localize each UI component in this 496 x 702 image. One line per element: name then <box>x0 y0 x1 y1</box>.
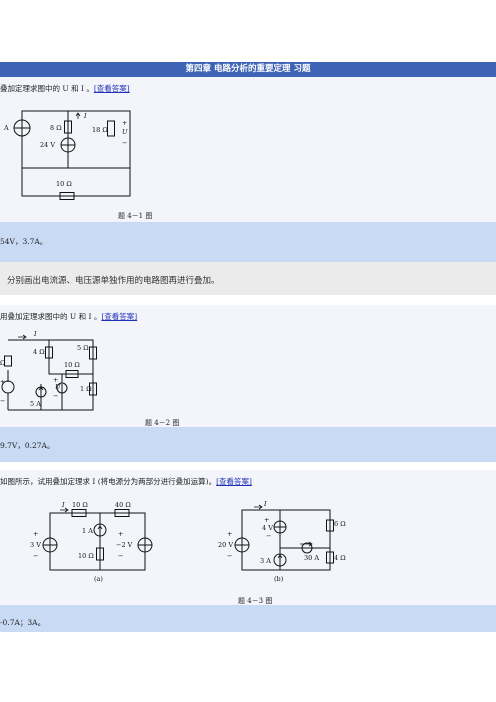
q3a-label-m2v: −2 V <box>116 541 133 549</box>
q3b-label-sub: (b) <box>274 575 284 583</box>
q2-label-i: I <box>33 330 37 338</box>
q3a-label-1a: 1 A <box>82 527 93 535</box>
q3a-label-r10a: 10 Ω <box>72 501 88 509</box>
q3b-label-plus-top: + <box>264 516 269 524</box>
answer-2: 9.7V，0.27A。 <box>0 427 496 462</box>
q1-label-r10: 10 Ω <box>56 180 72 188</box>
q3b-label-3a: 3 A <box>260 557 271 565</box>
q3a-label-i: I <box>61 501 65 509</box>
q2-label-minus-u: − <box>53 392 58 400</box>
view-answer-link-1[interactable]: [查看答案] <box>93 84 130 93</box>
figure-caption-4-2: 题 4－2 图 <box>145 419 180 427</box>
q2-label-minus: − <box>0 397 5 405</box>
answer-1: 54V，3.7A。 <box>0 222 496 262</box>
question-1-text: 叠加定理求图中的 U 和 I 。[查看答案] <box>0 83 130 94</box>
q3a-label-r10b: 10 Ω <box>78 552 94 560</box>
q1-label-r8: 8 Ω <box>50 124 62 132</box>
q2-label-5a: 5 A <box>30 400 41 408</box>
q2-label-omega: Ω <box>0 359 5 367</box>
hint-text: 分别画出电流源、电压源单独作用的电路图再进行叠加。 <box>7 276 220 286</box>
answer-3-text: -0.7A；3A。 <box>0 618 46 627</box>
q3a-label-r40: 40 Ω <box>115 501 131 509</box>
q3a-label-plus-left: + <box>33 530 38 538</box>
q2-label-plus: + <box>0 378 5 386</box>
q3b-label-4v: 4 V <box>262 524 273 532</box>
answer-3: -0.7A；3A。 <box>0 605 496 632</box>
q1-label-plus: + <box>122 119 127 127</box>
q3a-label-sub: (a) <box>94 575 103 583</box>
hint-block: 分别画出电流源、电压源单独作用的电路图再进行叠加。 <box>0 262 496 295</box>
view-answer-link-2[interactable]: [查看答案] <box>101 312 138 321</box>
q2-label-r10: 10 Ω <box>64 361 80 369</box>
circuit-diagram-4-3b: I + 4 V − 6 Ω + 20 V − 30 A 3 A 4 Ω (b) <box>218 500 346 583</box>
question-1: 叠加定理求图中的 U 和 I 。[查看答案] I 8 Ω 18 Ω <box>0 77 496 222</box>
q3b-label-30a: 30 A <box>304 554 319 562</box>
q3b-label-r4: 4 Ω <box>334 554 346 562</box>
q3a-label-plus-right: + <box>118 530 123 538</box>
chapter-title: 第四章 电路分析的重要定理 习题 <box>0 62 496 77</box>
q2-label-u: U <box>55 383 61 391</box>
q1-label-a: A <box>3 124 9 132</box>
q3b-label-i: I <box>263 500 267 508</box>
figure-caption-4-1: 题 4－1 图 <box>118 212 153 220</box>
question-2: 用叠加定理求图中的 U 和 I 。[查看答案] <box>0 305 496 427</box>
q3b-label-r6: 6 Ω <box>334 520 346 528</box>
circuit-diagram-4-2: I 4 Ω 5 Ω 10 Ω 1 Ω Ω + − + U − 5 A <box>0 330 97 411</box>
q2-label-r1: 1 Ω <box>80 385 92 393</box>
q3a-label-minus-left: − <box>33 552 38 560</box>
answer-1-text: 54V，3.7A。 <box>0 237 48 246</box>
q1-label-i: I <box>83 112 87 120</box>
question-3-prompt: 如图所示，试用叠加定理求 I (将电源分为两部分进行叠加运算)。 <box>0 477 217 486</box>
circuit-diagram-4-3a: I 10 Ω 40 Ω 1 A + 3 V − + −2 V − 10 Ω (a… <box>30 501 153 583</box>
q3b-label-20v: 20 V <box>218 541 233 549</box>
q3a-label-minus-right: − <box>118 552 123 560</box>
q3a-label-3v: 3 V <box>30 541 41 549</box>
question-1-prompt: 叠加定理求图中的 U 和 I 。 <box>0 84 94 93</box>
q1-label-u: U <box>122 128 128 136</box>
q2-label-r4: 4 Ω <box>33 348 45 356</box>
q3b-label-minus-left: − <box>227 552 232 560</box>
question-3-text: 如图所示，试用叠加定理求 I (将电源分为两部分进行叠加运算)。[查看答案] <box>0 476 252 487</box>
q2-label-r5: 5 Ω <box>77 344 89 352</box>
figure-caption-4-3: 题 4－3 图 <box>238 597 273 605</box>
question-2-prompt: 用叠加定理求图中的 U 和 I 。 <box>0 312 102 321</box>
q3b-label-minus-top: − <box>266 532 271 540</box>
circuit-diagram-4-1: I 8 Ω 18 Ω + U − 24 V 10 Ω A <box>3 110 131 200</box>
question-2-text: 用叠加定理求图中的 U 和 I 。[查看答案] <box>0 311 137 322</box>
q3b-label-plus-left: + <box>227 530 232 538</box>
q1-label-24v: 24 V <box>40 141 55 149</box>
q1-label-r18: 18 Ω <box>92 126 108 134</box>
view-answer-link-3[interactable]: [查看答案] <box>216 477 252 486</box>
question-3: 如图所示，试用叠加定理求 I (将电源分为两部分进行叠加运算)。[查看答案] I… <box>0 470 496 605</box>
q2-label-plus-u: + <box>53 376 58 384</box>
q1-label-minus: − <box>122 139 127 147</box>
answer-2-text: 9.7V，0.27A。 <box>0 441 55 450</box>
